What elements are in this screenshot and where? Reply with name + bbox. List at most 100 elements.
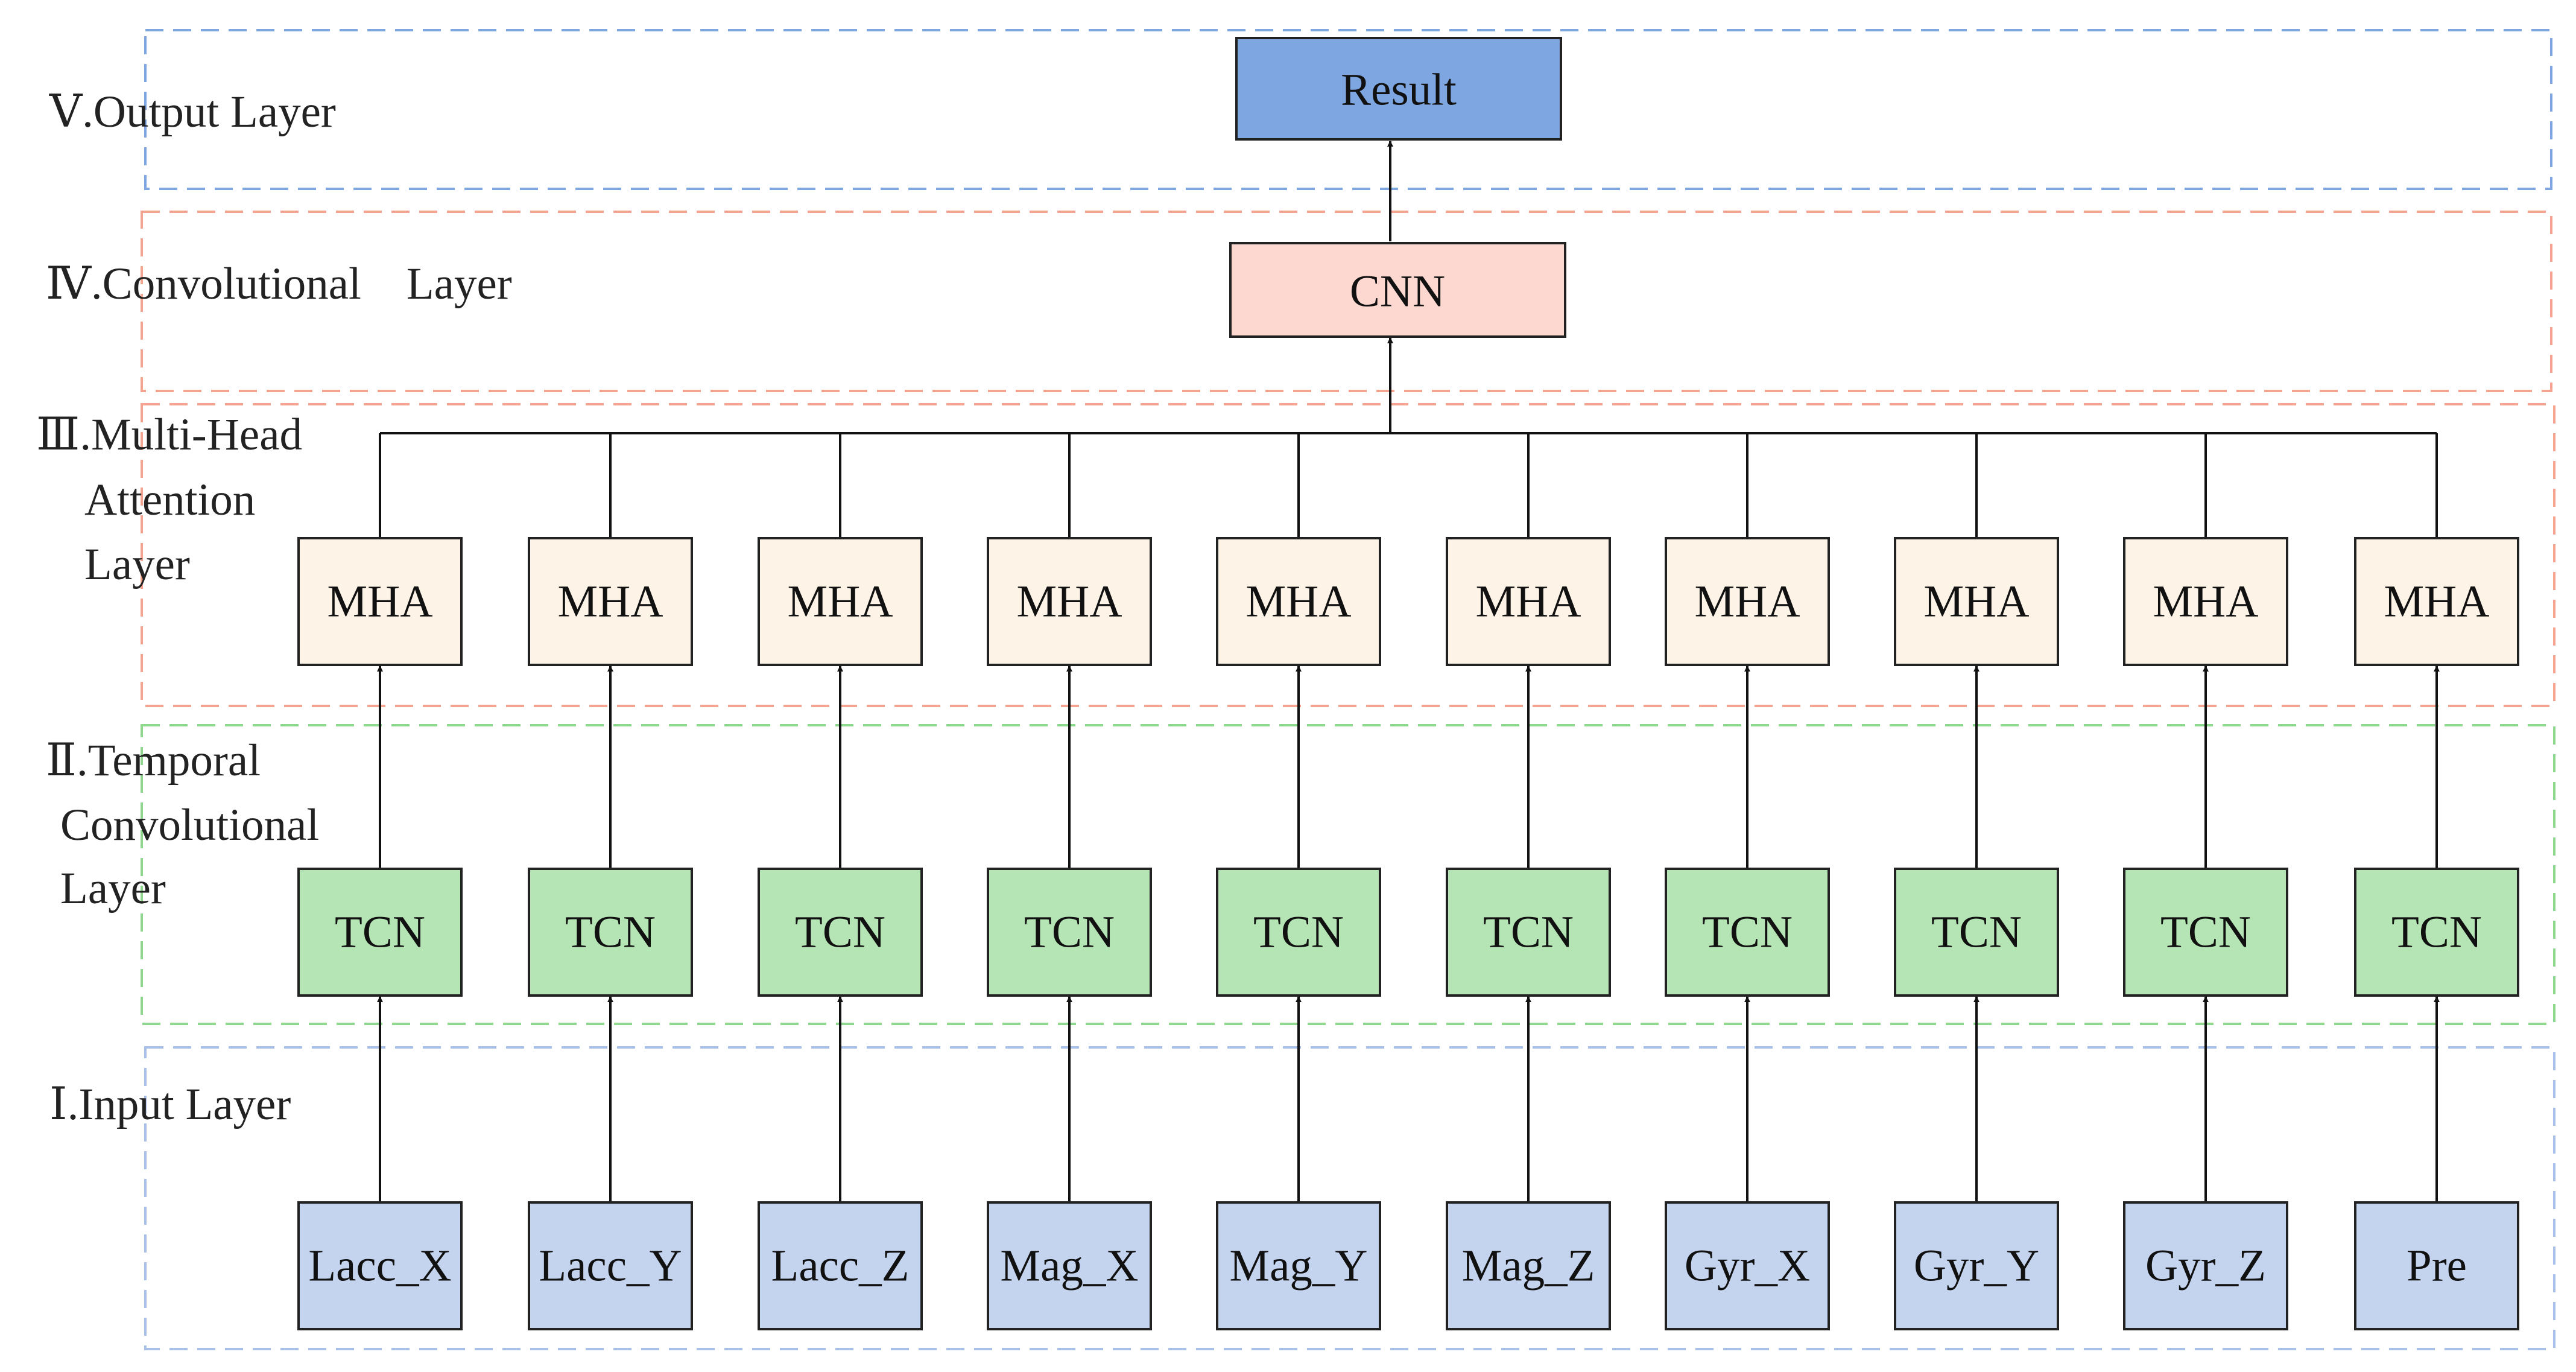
input-label: Lacc_X (308, 1241, 451, 1291)
tcn-node: TCN (2354, 868, 2519, 997)
tcn-label: TCN (2391, 907, 2482, 958)
input-node: Lacc_Z (758, 1201, 923, 1330)
input-box (528, 1201, 693, 1330)
tcn-box (2354, 868, 2519, 997)
tcn-label: TCN (1253, 907, 1344, 958)
input-node: Lacc_Y (528, 1201, 693, 1330)
mha-box (2123, 537, 2288, 666)
tcn-node: TCN (297, 868, 463, 997)
mha-node: MHA (1894, 537, 2059, 666)
input-box (1216, 1201, 1381, 1330)
tcn-node: TCN (1665, 868, 1830, 997)
input-label: Lacc_Z (771, 1241, 910, 1291)
temporal-layer-label-line3: Layer (60, 863, 166, 913)
cnn-box (1229, 242, 1566, 338)
input-box (758, 1201, 923, 1330)
tcn-box (528, 868, 693, 997)
cnn-label: CNN (1350, 267, 1445, 317)
temporal-layer-label-line2: Convolutional (60, 800, 319, 850)
output-layer-frame (144, 29, 2552, 190)
mha-label: MHA (1475, 577, 1581, 627)
input-box (1665, 1201, 1830, 1330)
tcn-node: TCN (987, 868, 1152, 997)
mha-box (758, 537, 923, 666)
input-box (1446, 1201, 1611, 1330)
tcn-label: TCN (1483, 907, 1574, 958)
mha-label: MHA (787, 577, 893, 627)
tcn-box (2123, 868, 2288, 997)
mha-node: MHA (1665, 537, 1830, 666)
tcn-box (1894, 868, 2059, 997)
input-label: Lacc_Y (539, 1241, 682, 1291)
attention-layer-label-line3: Layer (84, 539, 190, 589)
tcn-box (987, 868, 1152, 997)
mha-box (1446, 537, 1611, 666)
mha-node: MHA (1446, 537, 1611, 666)
tcn-node: TCN (1216, 868, 1381, 997)
result-node: Result (1235, 37, 1562, 141)
input-label: Mag_X (1000, 1241, 1138, 1291)
mha-label: MHA (1694, 577, 1800, 627)
tcn-label: TCN (335, 907, 425, 958)
input-label: Gyr_X (1685, 1241, 1810, 1291)
mha-box (1665, 537, 1830, 666)
input-node: Mag_Z (1446, 1201, 1611, 1330)
mha-label: MHA (1016, 577, 1122, 627)
input-box (2123, 1201, 2288, 1330)
input-node: Gyr_Y (1894, 1201, 2059, 1330)
input-node: Pre (2354, 1201, 2519, 1330)
tcn-box (758, 868, 923, 997)
attention-layer-label-line1: Ⅲ.Multi-Head (36, 410, 302, 460)
tcn-label: TCN (1931, 907, 2022, 958)
tcn-node: TCN (1894, 868, 2059, 997)
tcn-box (1665, 868, 1830, 997)
input-label: Mag_Y (1229, 1241, 1367, 1291)
mha-node: MHA (2123, 537, 2288, 666)
tcn-label: TCN (1702, 907, 1793, 958)
temporal-layer-label-line1: Ⅱ.Temporal (46, 735, 261, 786)
attention-layer-frame (141, 403, 2555, 707)
mha-node: MHA (2354, 537, 2519, 666)
cnn-node: CNN (1229, 242, 1566, 338)
input-node: Gyr_X (1665, 1201, 1830, 1330)
input-node: Gyr_Z (2123, 1201, 2288, 1330)
mha-label: MHA (1245, 577, 1351, 627)
input-label: Pre (2407, 1241, 2467, 1291)
tcn-node: TCN (758, 868, 923, 997)
tcn-node: TCN (1446, 868, 1611, 997)
mha-label: MHA (2153, 577, 2258, 627)
column-group: MHA TCN Lacc_X MHA TCN Lacc_Y MHA TCN Lacc_Z MHA T… (297, 433, 2519, 1330)
tcn-box (297, 868, 463, 997)
mha-node: MHA (1216, 537, 1381, 666)
mha-label: MHA (2384, 577, 2489, 627)
input-layer-frame (144, 1046, 2555, 1350)
mha-box (2354, 537, 2519, 666)
mha-box (1216, 537, 1381, 666)
result-box (1235, 37, 1562, 141)
attention-layer-label-line2: Attention (84, 475, 255, 525)
input-node: Mag_Y (1216, 1201, 1381, 1330)
mha-box (528, 537, 693, 666)
tcn-box (1216, 868, 1381, 997)
input-layer-label: Ⅰ.Input Layer (49, 1079, 291, 1129)
mha-node: MHA (758, 537, 923, 666)
temporal-layer-frame (141, 724, 2555, 1025)
mha-node: MHA (528, 537, 693, 666)
mha-box (1894, 537, 2059, 666)
input-box (1894, 1201, 2059, 1330)
tcn-label: TCN (1024, 907, 1115, 958)
input-box (987, 1201, 1152, 1330)
input-label: Gyr_Z (2145, 1241, 2266, 1291)
input-label: Mag_Z (1462, 1241, 1595, 1291)
convolutional-layer-label: Ⅳ.Convolutional Layer (46, 259, 512, 309)
tcn-box (1446, 868, 1611, 997)
tcn-label: TCN (795, 907, 885, 958)
input-node: Lacc_X (297, 1201, 463, 1330)
input-box (297, 1201, 463, 1330)
mha-box (297, 537, 463, 666)
result-label: Result (1341, 65, 1457, 115)
mha-label: MHA (1923, 577, 2029, 627)
tcn-label: TCN (2160, 907, 2251, 958)
output-layer-label: Ⅴ.Output Layer (49, 87, 336, 137)
